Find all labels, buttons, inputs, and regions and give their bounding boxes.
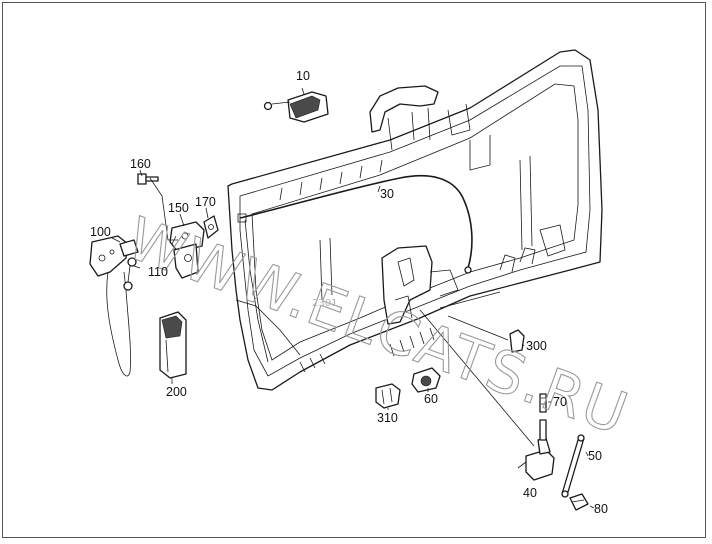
label-part-160: 160	[130, 157, 151, 171]
part-160-bolt	[137, 173, 159, 185]
part-110-connector	[123, 257, 137, 291]
part-150-latch	[169, 221, 205, 279]
release-cable-30	[237, 174, 473, 274]
leader-lines	[111, 87, 595, 509]
part-labels: 10 30 40 50 60 70 80 100 110 150 160 170…	[90, 69, 608, 516]
label-part-50: 50	[588, 449, 602, 463]
label-part-60: 60	[424, 392, 438, 406]
part-50-rod	[561, 434, 585, 498]
part-80-screw	[569, 493, 589, 511]
part-310-bracket	[375, 383, 401, 409]
label-part-80: 80	[594, 502, 608, 516]
tailgate-panel	[227, 49, 603, 391]
label-part-70: 70	[553, 395, 567, 409]
diagram-frame	[2, 2, 706, 538]
part-300-clip	[509, 329, 525, 353]
label-part-10: 10	[296, 69, 310, 83]
watermark-id: 2301	[312, 298, 337, 309]
label-part-150: 150	[168, 201, 189, 215]
part-40-actuator	[517, 419, 555, 481]
part-70-pin	[539, 393, 547, 413]
label-part-310: 310	[377, 411, 398, 425]
label-part-100: 100	[90, 225, 111, 239]
part-100-lock	[89, 235, 139, 377]
label-part-300: 300	[526, 339, 547, 353]
part-170-gasket	[203, 215, 219, 239]
label-part-30: 30	[380, 187, 394, 201]
label-part-170: 170	[195, 195, 216, 209]
part-60-grommet	[411, 367, 441, 393]
label-part-40: 40	[523, 486, 537, 500]
label-part-200: 200	[166, 385, 187, 399]
part-200-cover	[159, 311, 187, 379]
part-10-switch	[263, 91, 329, 123]
label-part-110: 110	[148, 265, 168, 279]
